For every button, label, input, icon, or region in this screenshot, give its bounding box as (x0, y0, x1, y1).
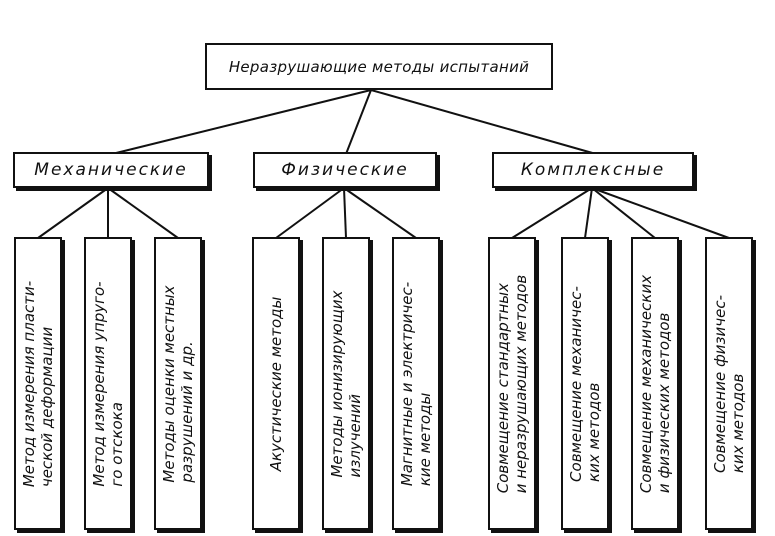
connector-phys-leaf-3 (343, 187, 417, 239)
root-box: Неразрушающие методы испытаний (205, 43, 553, 90)
category-complex: Комплексные (492, 152, 694, 188)
category-physical-label: Физические (281, 160, 409, 180)
leaf-elastic-rebound-text: Метод измерения упруго- го отскока (90, 280, 126, 487)
leaf-acoustic-text: Акустические методы (267, 296, 285, 471)
leaf-mechanical-physical-text: Совмещение механических и физических мет… (637, 274, 673, 493)
leaf-plastic-deformation-text: Метод измерения пласти- ческой деформаци… (20, 280, 56, 487)
leaf-plastic-deformation: Метод измерения пласти- ческой деформаци… (14, 237, 62, 530)
leaf-local-destruction-text: Методы оценки местных разрушений и др. (160, 284, 196, 483)
leaf-combined-physical-text: Совмещение физичес- ких методов (711, 294, 747, 473)
leaf-combined-mechanical-text: Совмещение механичес- ких методов (567, 285, 603, 482)
connector-phys-leaf-1 (275, 187, 345, 239)
connector-root-complex (370, 89, 597, 155)
leaf-ionizing: Методы ионизирующих излучений (322, 237, 370, 530)
connector-root-physical (345, 89, 372, 155)
leaf-acoustic: Акустические методы (252, 237, 300, 530)
connector-comp-leaf-1 (511, 187, 593, 239)
connector-mech-leaf-3 (107, 187, 179, 239)
category-complex-label: Комплексные (520, 160, 666, 180)
category-mechanical: Механические (13, 152, 209, 188)
category-mechanical-label: Механические (34, 160, 188, 180)
connector-mech-leaf-1 (37, 187, 109, 239)
connector-comp-leaf-4 (591, 187, 730, 239)
connector-root-mechanical (111, 89, 372, 155)
connector-comp-leaf-3 (591, 187, 656, 239)
connector-phys-leaf-2 (343, 187, 347, 239)
connector-comp-leaf-2 (584, 187, 593, 239)
leaf-magnetic-electric: Магнитные и электричес- кие методы (392, 237, 440, 530)
leaf-ionizing-text: Методы ионизирующих излучений (328, 289, 364, 478)
leaf-combined-mechanical: Совмещение механичес- ких методов (561, 237, 609, 530)
leaf-mechanical-physical: Совмещение механических и физических мет… (631, 237, 679, 530)
leaf-elastic-rebound: Метод измерения упруго- го отскока (84, 237, 132, 530)
root-label: Неразрушающие методы испытаний (228, 57, 530, 76)
category-physical: Физические (253, 152, 437, 188)
leaf-standard-nondestructive-text: Совмещение стандартных и неразрушающих м… (494, 274, 530, 493)
leaf-local-destruction: Методы оценки местных разрушений и др. (154, 237, 202, 530)
leaf-standard-nondestructive: Совмещение стандартных и неразрушающих м… (488, 237, 536, 530)
leaf-magnetic-electric-text: Магнитные и электричес- кие методы (398, 281, 434, 486)
leaf-combined-physical: Совмещение физичес- ких методов (705, 237, 753, 530)
